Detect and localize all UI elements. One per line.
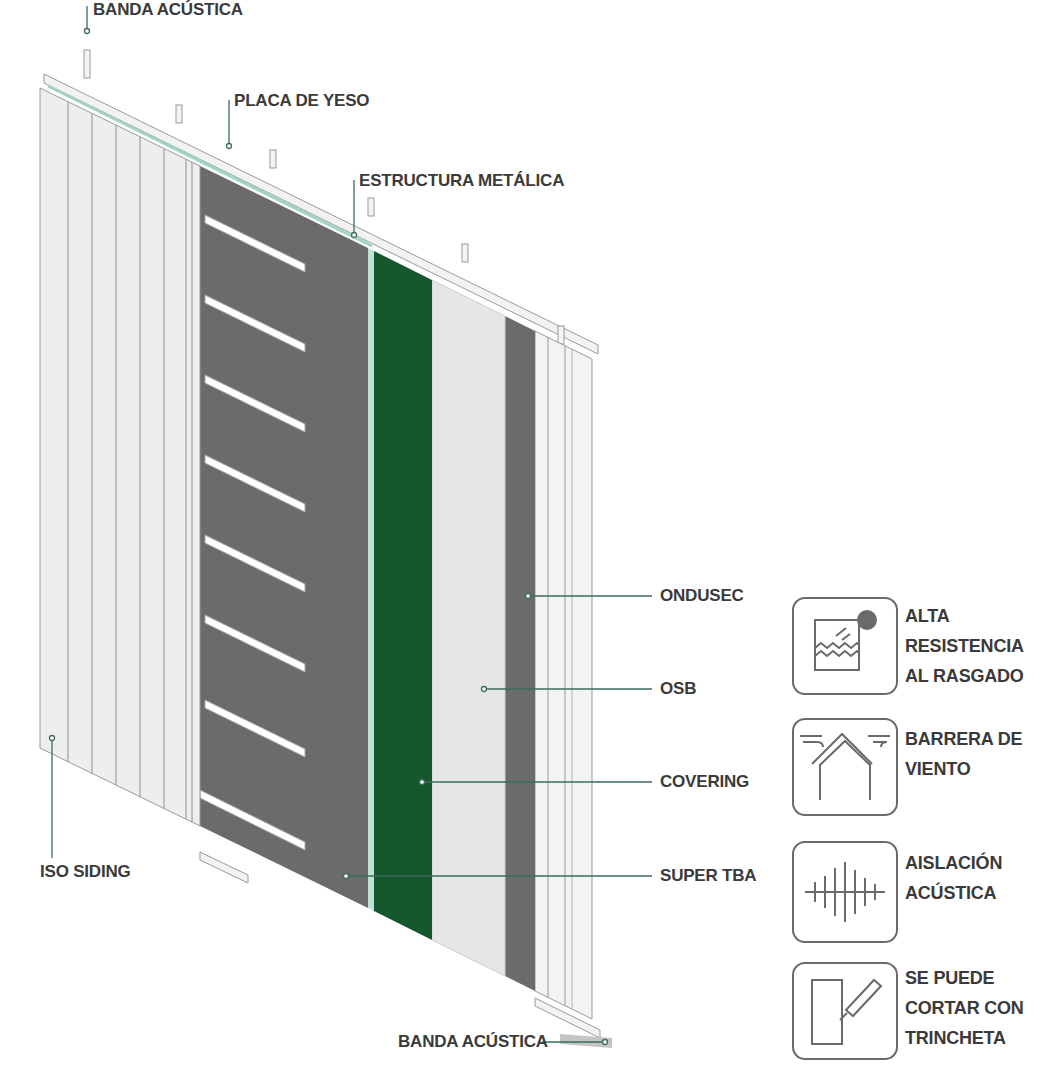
part-label: COVERING <box>660 772 749 792</box>
part-label: PLACA DE YESO <box>234 91 369 111</box>
feature-text: BARRERA DE VIENTO <box>905 724 1050 784</box>
part-label: ESTRUCTURA METÁLICA <box>359 171 564 191</box>
part-label: BANDA ACÚSTICA <box>93 0 243 20</box>
part-label: BANDA ACÚSTICA <box>398 1032 548 1052</box>
part-label: ONDUSEC <box>660 586 744 606</box>
feature-text: ALTA RESISTENCIA AL RASGADO <box>905 601 1050 691</box>
part-label: OSB <box>660 679 696 699</box>
part-label: ISO SIDING <box>40 862 131 882</box>
feature-text: AISLACIÓN ACÚSTICA <box>905 848 1050 908</box>
part-label: SUPER TBA <box>660 866 756 886</box>
feature-text: SE PUEDE CORTAR CON TRINCHETA <box>905 963 1050 1053</box>
